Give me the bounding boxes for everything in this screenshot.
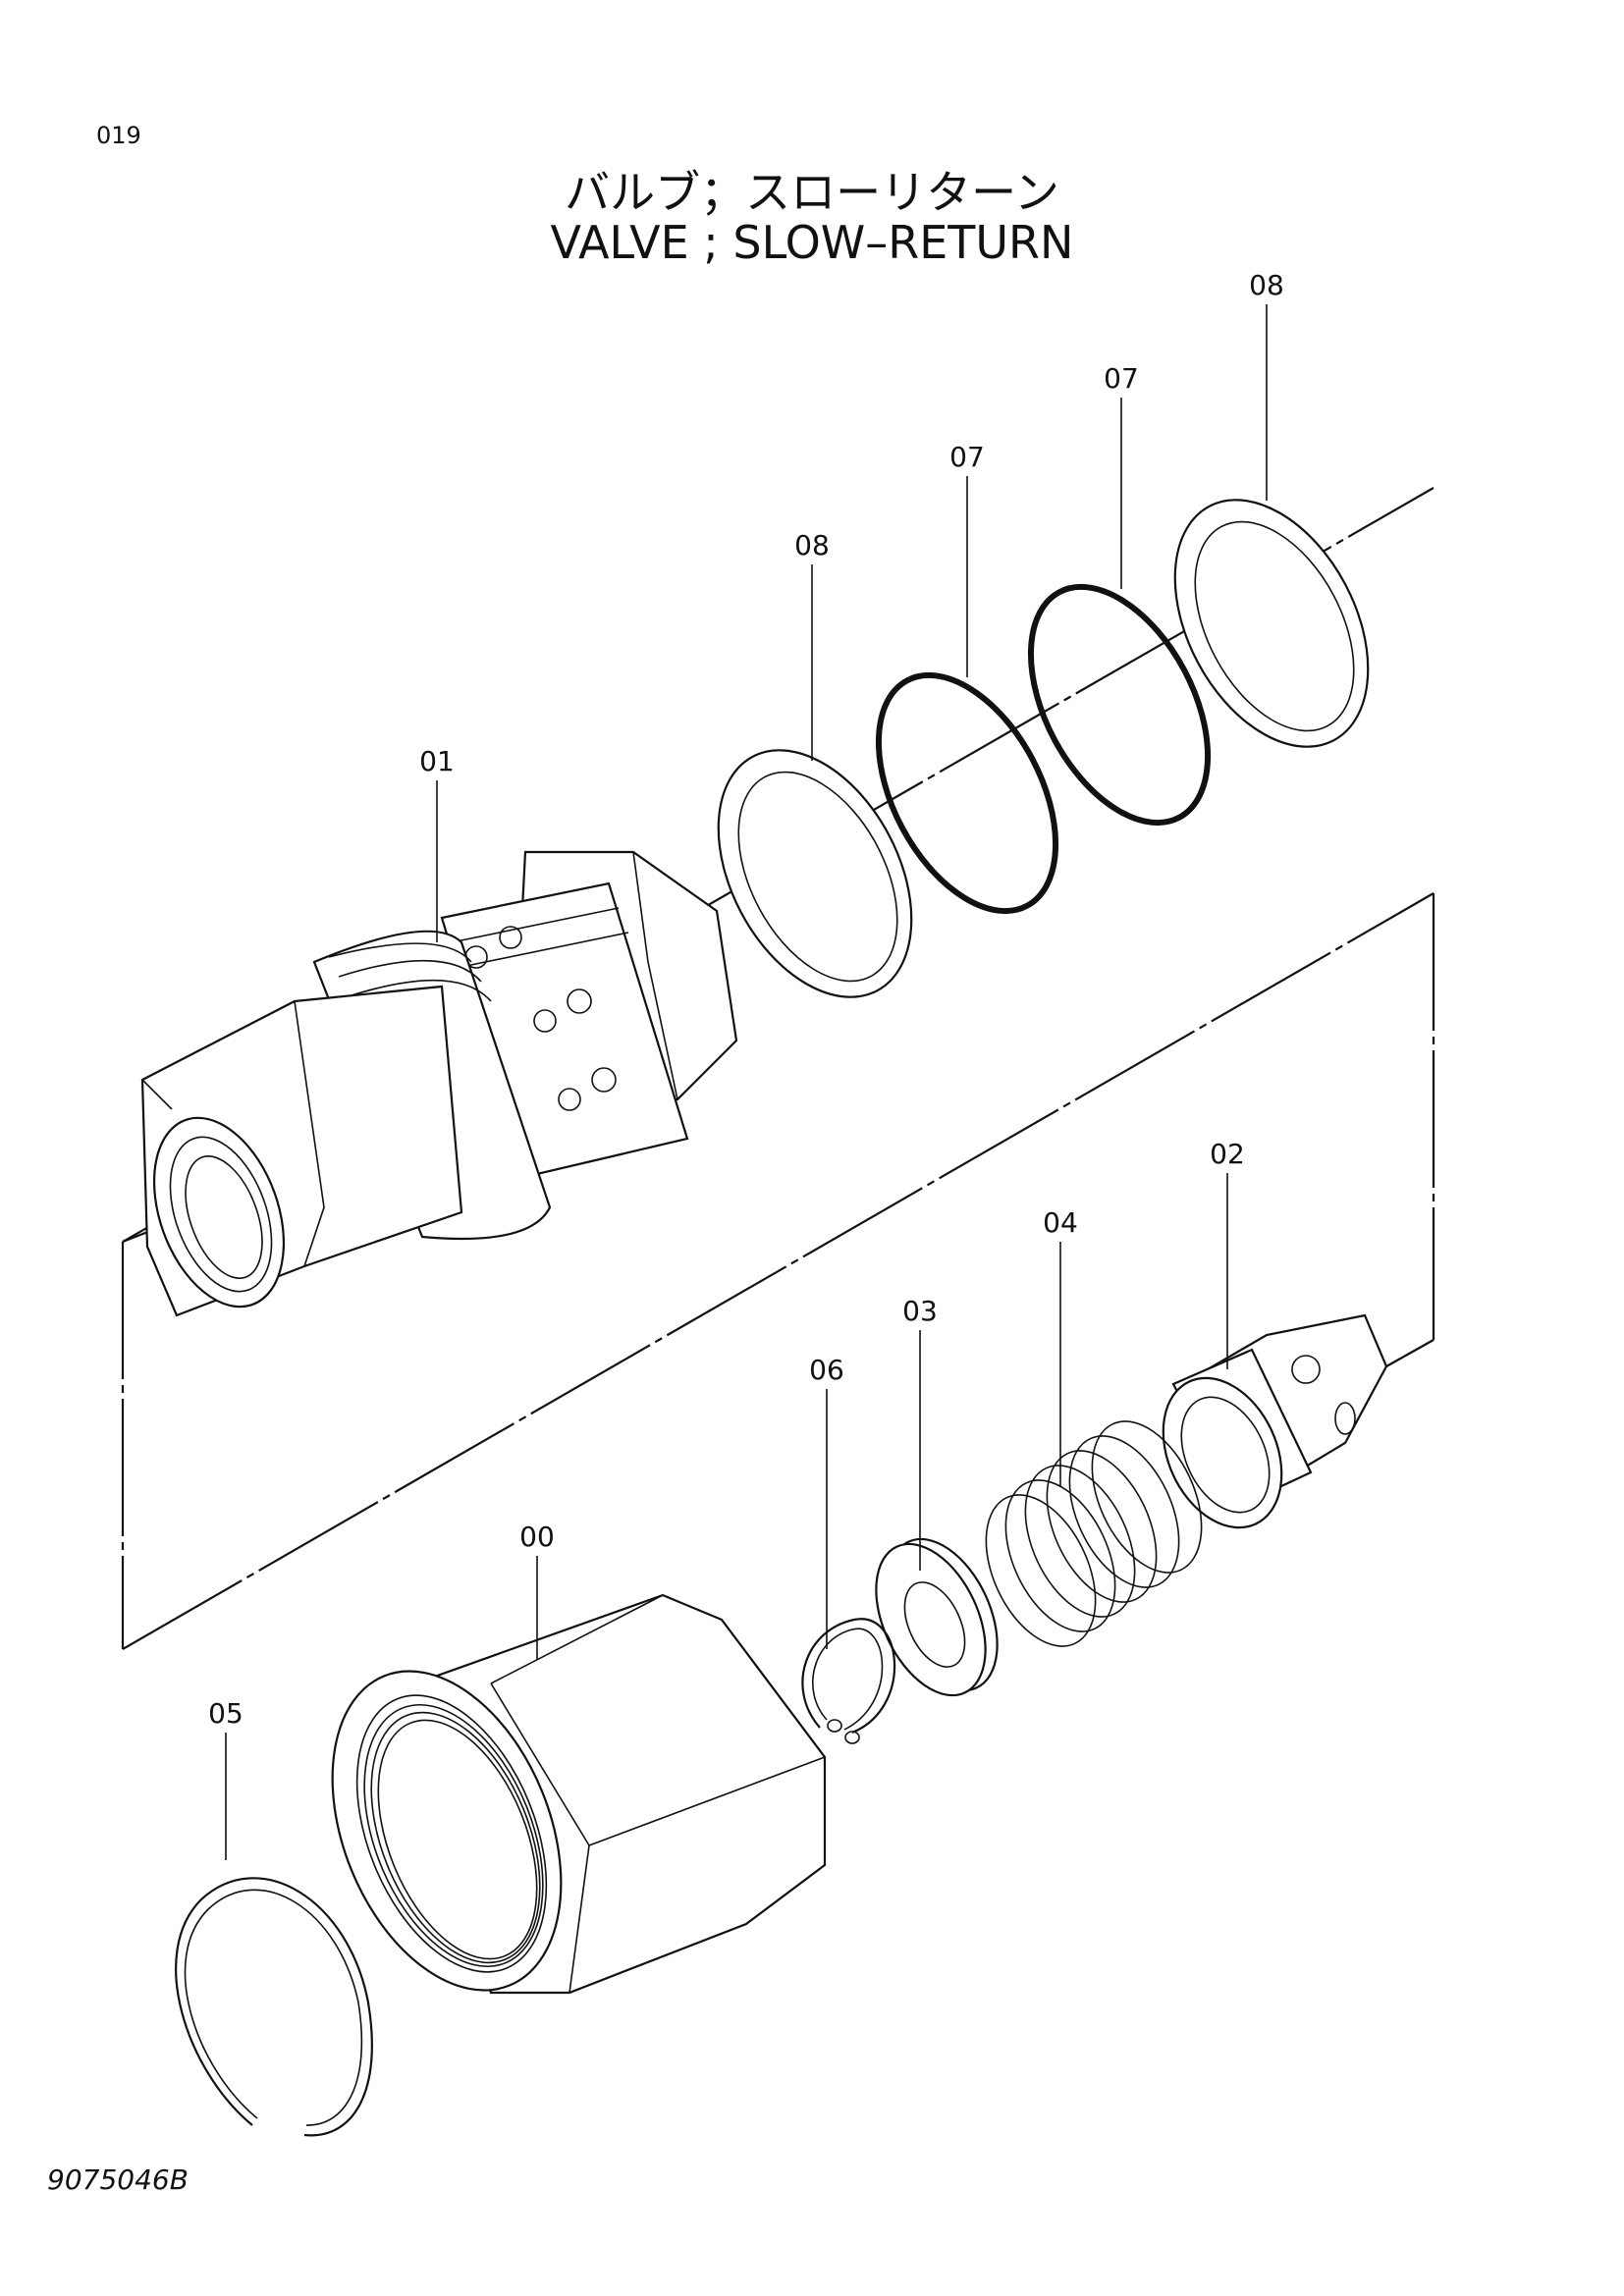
diagram-title-english: VALVE ; SLOW–RETURN bbox=[550, 216, 1074, 269]
callout-labels: 01 02 03 04 05 06 00 07 07 08 08 bbox=[208, 269, 1284, 1730]
callout-06: 06 bbox=[809, 1354, 844, 1386]
callout-08-front: 08 bbox=[794, 529, 830, 561]
leader-lines bbox=[225, 304, 1268, 1860]
callout-08-rear: 08 bbox=[1249, 269, 1284, 301]
part-00-hex-housing bbox=[331, 1593, 827, 1995]
part-05-retaining-ring bbox=[175, 1877, 373, 2137]
callout-04: 04 bbox=[1043, 1206, 1078, 1239]
callout-00: 00 bbox=[519, 1521, 555, 1553]
callout-07-rear: 07 bbox=[1104, 362, 1139, 395]
callout-01: 01 bbox=[419, 745, 455, 777]
part-01-valve-body bbox=[140, 850, 738, 1317]
part-03-washer bbox=[875, 1537, 999, 1697]
part-07-o-ring-front bbox=[875, 671, 1059, 915]
callout-07-front: 07 bbox=[949, 441, 985, 473]
page-number: 019 bbox=[96, 122, 141, 149]
part-08-backup-ring-rear bbox=[1173, 499, 1370, 748]
callout-02: 02 bbox=[1210, 1138, 1245, 1170]
callout-03: 03 bbox=[902, 1295, 938, 1327]
part-04-spring bbox=[985, 1420, 1203, 1647]
part-02-valve-poppet bbox=[1162, 1313, 1388, 1529]
part-07-o-ring-rear bbox=[1027, 583, 1212, 827]
diagram-title-japanese: バルブ；スローリターン bbox=[565, 166, 1059, 219]
part-08-backup-ring-front bbox=[717, 749, 913, 998]
callout-05: 05 bbox=[208, 1697, 244, 1730]
part-06-snap-ring bbox=[801, 1618, 896, 1744]
drawing-number: 9075046B bbox=[47, 2163, 189, 2196]
